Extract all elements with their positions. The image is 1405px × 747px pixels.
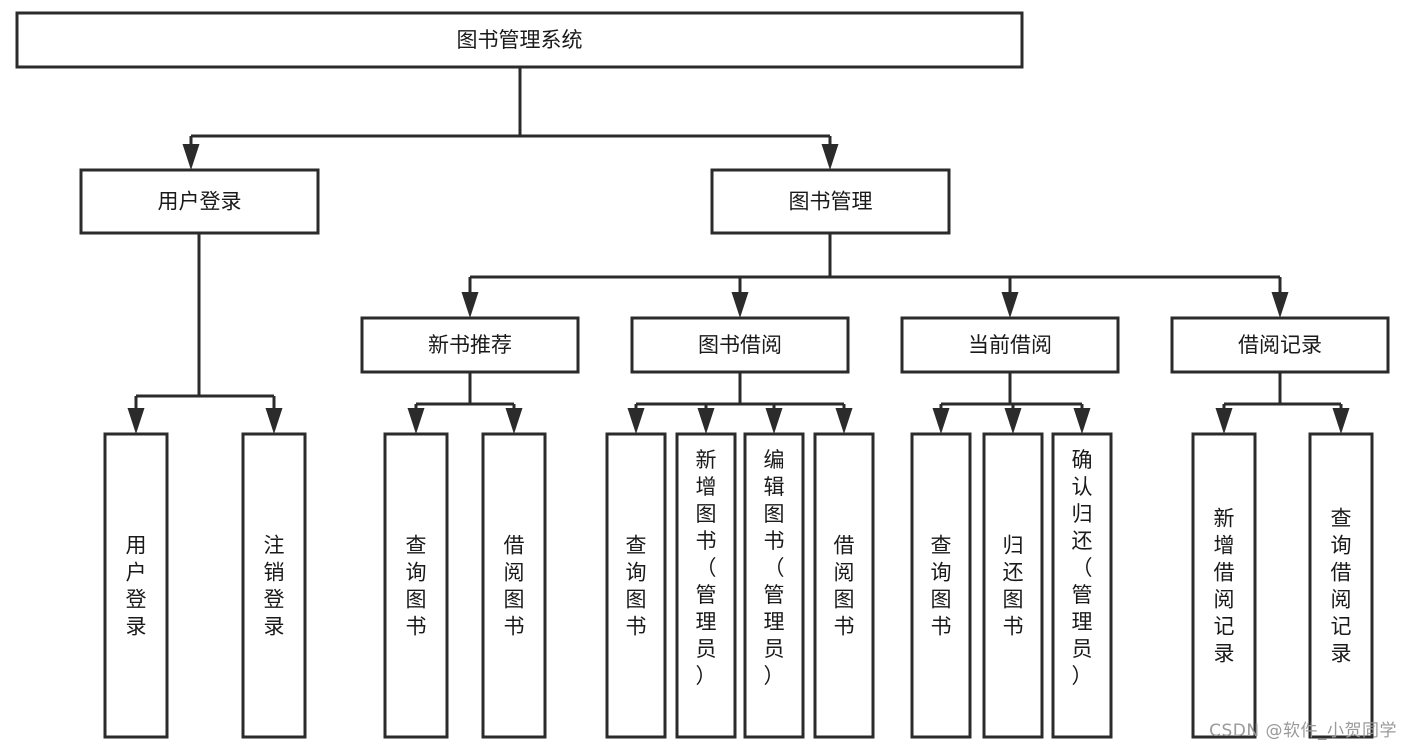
arrow-head-icon <box>1271 292 1289 318</box>
node-label-current-borrow: 当前借阅 <box>968 333 1052 357</box>
node-box-leaf-borrow-book <box>813 432 875 739</box>
node-new-book-rec[interactable]: 新书推荐 <box>360 316 580 374</box>
connector-c-current-borrow <box>932 372 1091 434</box>
node-leaf-logout[interactable]: 注销登录 <box>241 432 307 739</box>
node-box-current-borrow <box>900 316 1120 374</box>
arrow-head-icon <box>265 408 283 434</box>
node-leaf-borrow-book[interactable]: 借阅图书 <box>813 432 875 739</box>
connector-c-new-book-rec <box>407 372 523 434</box>
node-label-leaf-confirm-return: 确认归还（管理员） <box>1072 448 1093 688</box>
arrow-head-icon <box>182 144 200 170</box>
arrow-head-icon <box>765 408 783 434</box>
node-label-leaf-add-book: 新增图书（管理员） <box>696 448 717 688</box>
arrow-head-icon <box>697 408 715 434</box>
node-box-root <box>15 11 1024 69</box>
connector-c-borrow-record <box>1215 372 1350 434</box>
node-box-book-manage <box>710 168 951 235</box>
arrow-head-icon <box>731 292 749 318</box>
node-label-book-borrow: 图书借阅 <box>698 333 782 357</box>
node-box-leaf-add-record <box>1191 432 1257 739</box>
node-book-manage[interactable]: 图书管理 <box>710 168 951 235</box>
node-box-leaf-user-login <box>103 432 169 739</box>
arrow-head-icon <box>127 408 145 434</box>
node-label-leaf-user-login: 用户登录 <box>126 534 147 639</box>
node-box-user-login <box>79 168 320 235</box>
node-leaf-add-record[interactable]: 新增借阅记录 <box>1191 432 1257 739</box>
node-label-leaf-query-record: 查询借阅记录 <box>1331 507 1352 666</box>
node-leaf-confirm-return[interactable]: 确认归还（管理员） <box>1051 432 1113 739</box>
node-label-borrow-record: 借阅记录 <box>1238 333 1322 357</box>
arrow-head-icon <box>932 408 950 434</box>
node-label-leaf-edit-book: 编辑图书（管理员） <box>764 448 785 688</box>
node-label-leaf-query-book-rec: 查询图书 <box>406 534 427 639</box>
node-box-leaf-query-record <box>1308 432 1374 739</box>
node-label-leaf-borrow-book-rec: 借阅图书 <box>504 534 525 639</box>
arrow-head-icon <box>1215 408 1233 434</box>
node-user-login[interactable]: 用户登录 <box>79 168 320 235</box>
node-leaf-query-book-rec[interactable]: 查询图书 <box>383 432 449 739</box>
node-box-borrow-record <box>1170 316 1390 374</box>
connector-c-book-borrow <box>627 372 853 434</box>
node-label-leaf-query-book-cur: 查询图书 <box>931 534 952 639</box>
arrow-head-icon <box>821 144 839 170</box>
arrow-head-icon <box>1004 408 1022 434</box>
node-label-leaf-return-book: 归还图书 <box>1003 534 1024 639</box>
arrow-head-icon <box>835 408 853 434</box>
node-box-leaf-confirm-return <box>1051 432 1113 739</box>
arrow-head-icon <box>461 292 479 318</box>
node-box-leaf-edit-book <box>743 432 805 739</box>
connector-c-root <box>182 67 839 170</box>
arrow-head-icon <box>407 408 425 434</box>
node-label-leaf-add-record: 新增借阅记录 <box>1214 507 1235 666</box>
node-box-leaf-add-book <box>675 432 737 739</box>
node-leaf-user-login[interactable]: 用户登录 <box>103 432 169 739</box>
node-current-borrow[interactable]: 当前借阅 <box>900 316 1120 374</box>
node-leaf-borrow-book-rec[interactable]: 借阅图书 <box>481 432 547 739</box>
node-box-leaf-logout <box>241 432 307 739</box>
node-box-leaf-query-book-borrow <box>605 432 667 739</box>
connector-c-user-login <box>127 233 283 434</box>
arrow-head-icon <box>1073 408 1091 434</box>
node-leaf-query-record[interactable]: 查询借阅记录 <box>1308 432 1374 739</box>
node-label-new-book-rec: 新书推荐 <box>428 333 512 357</box>
node-label-leaf-query-book-borrow: 查询图书 <box>626 534 647 639</box>
node-leaf-query-book-cur[interactable]: 查询图书 <box>910 432 972 739</box>
node-label-book-manage: 图书管理 <box>789 190 873 214</box>
node-leaf-add-book[interactable]: 新增图书（管理员） <box>675 432 737 739</box>
node-label-root: 图书管理系统 <box>457 28 583 52</box>
arrow-head-icon <box>1332 408 1350 434</box>
node-root[interactable]: 图书管理系统 <box>15 11 1024 69</box>
node-layer: 图书管理系统用户登录图书管理新书推荐图书借阅当前借阅借阅记录用户登录注销登录查询… <box>15 11 1390 739</box>
watermark-text: CSDN @软件_小贺同学 <box>1209 721 1397 741</box>
node-leaf-query-book-borrow[interactable]: 查询图书 <box>605 432 667 739</box>
connector-layer <box>127 67 1350 434</box>
arrow-head-icon <box>1001 292 1019 318</box>
node-label-user-login: 用户登录 <box>158 190 242 214</box>
node-book-borrow[interactable]: 图书借阅 <box>630 316 850 374</box>
node-box-leaf-query-book-rec <box>383 432 449 739</box>
connector-c-book-manage <box>461 233 1289 318</box>
node-box-new-book-rec <box>360 316 580 374</box>
arrow-head-icon <box>505 408 523 434</box>
node-label-leaf-logout: 注销登录 <box>264 534 285 639</box>
node-leaf-edit-book[interactable]: 编辑图书（管理员） <box>743 432 805 739</box>
node-label-leaf-borrow-book: 借阅图书 <box>834 534 855 639</box>
node-box-leaf-borrow-book-rec <box>481 432 547 739</box>
node-box-leaf-query-book-cur <box>910 432 972 739</box>
node-leaf-return-book[interactable]: 归还图书 <box>982 432 1044 739</box>
arrow-head-icon <box>627 408 645 434</box>
node-box-leaf-return-book <box>982 432 1044 739</box>
node-borrow-record[interactable]: 借阅记录 <box>1170 316 1390 374</box>
node-box-book-borrow <box>630 316 850 374</box>
